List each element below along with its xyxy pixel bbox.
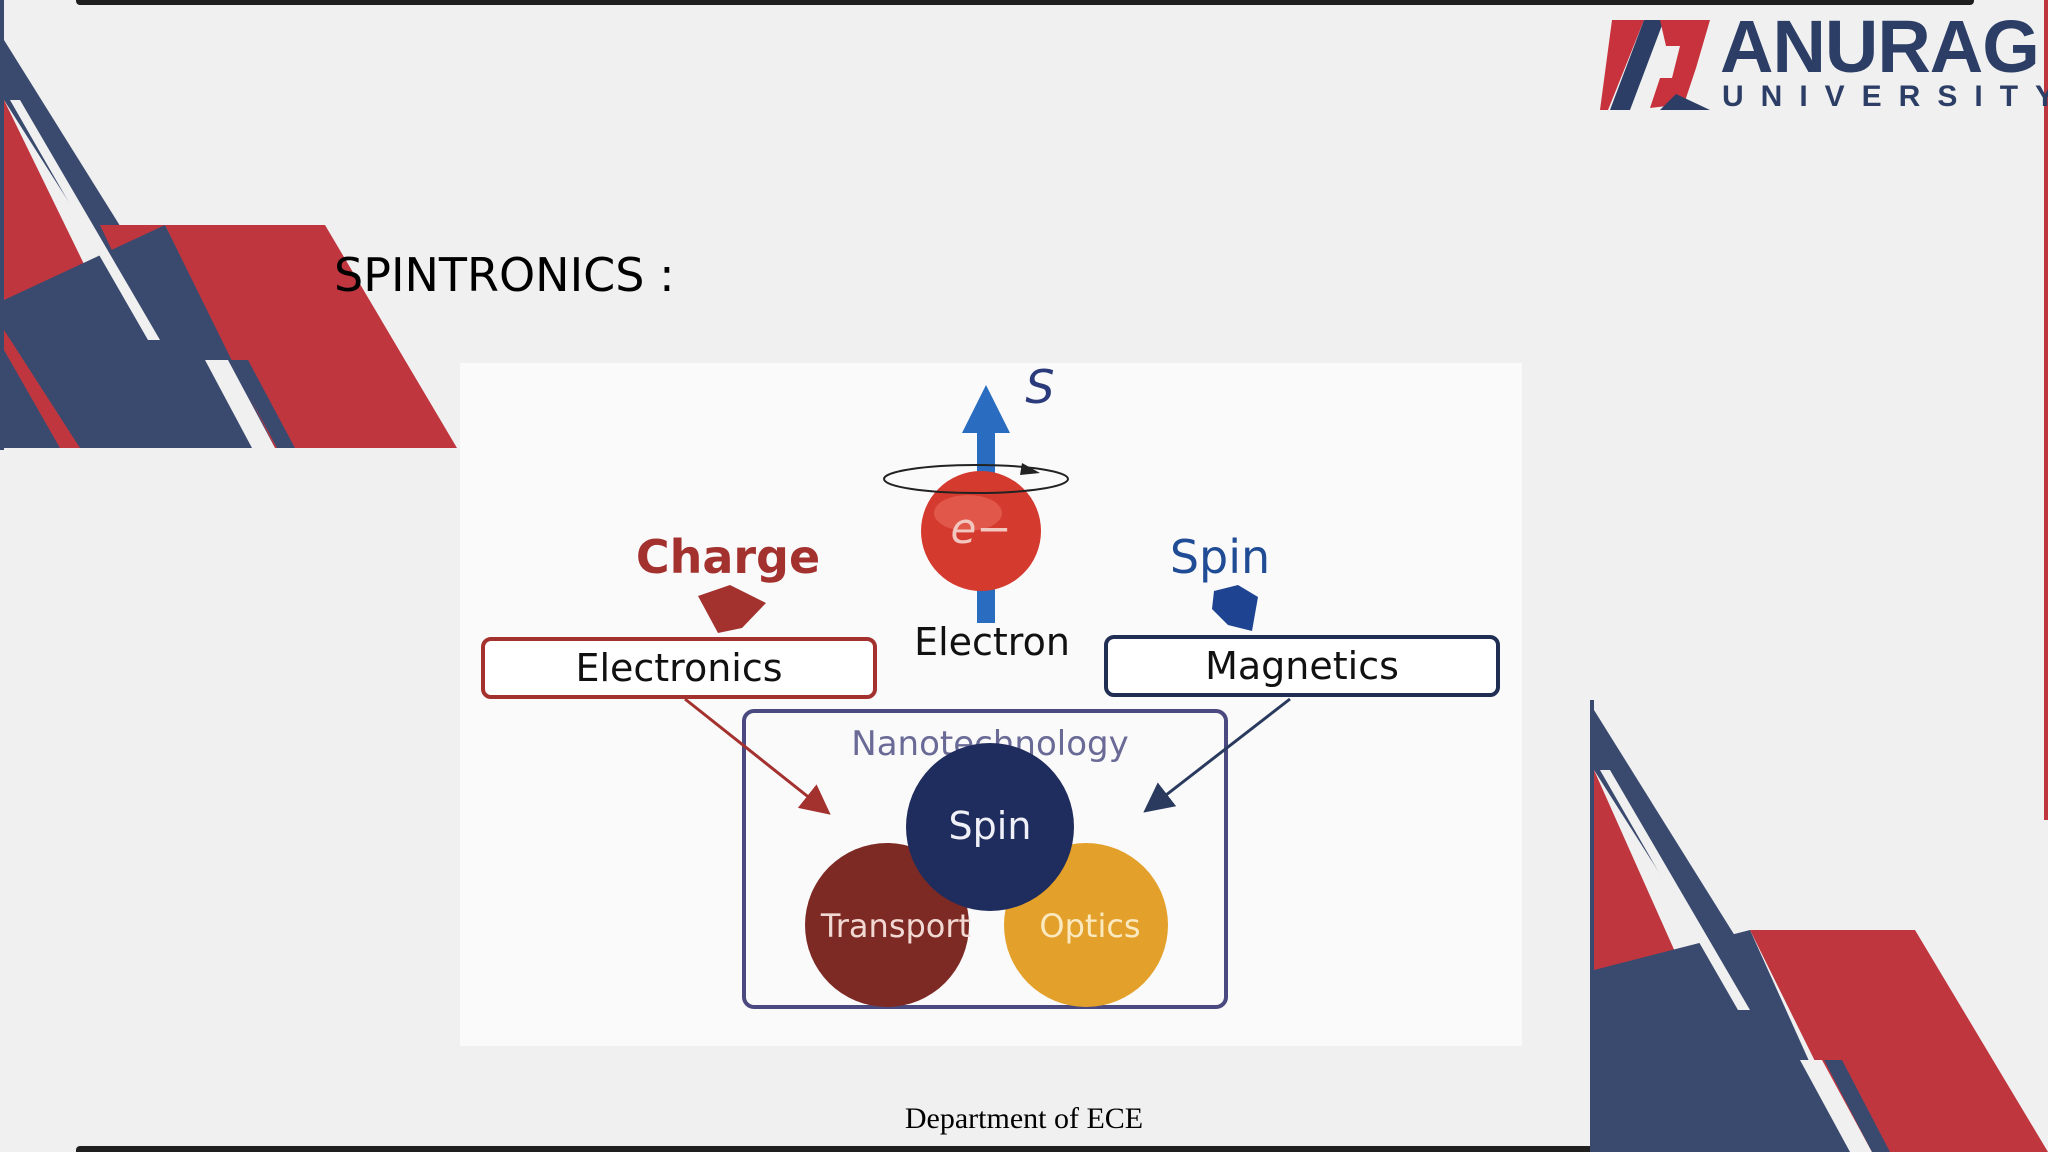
optics-circle-label: Optics <box>1039 907 1140 945</box>
precession-orbit <box>883 464 1069 494</box>
logo-subtitle: UNIVERSITY <box>1722 80 2048 113</box>
magnetics-box <box>1104 635 1500 697</box>
transport-circle-label: Transport <box>820 907 971 945</box>
charge-arrow <box>698 585 766 633</box>
logo-name: ANURAG <box>1720 5 2040 88</box>
nanotechnology-frame <box>742 709 1228 1009</box>
charge-label: Charge <box>636 530 820 584</box>
spin-circle <box>906 743 1074 911</box>
transport-circle <box>805 843 969 1007</box>
electron-label: Electron <box>914 620 1070 664</box>
magnetics-arrow <box>1143 697 1291 813</box>
spintronics-diagram: S e− Charge Spin Electron Electronics Ma… <box>460 360 1522 1046</box>
electronics-arrow <box>684 697 831 815</box>
top-rule <box>76 0 1974 5</box>
spin-label: Spin <box>1170 530 1270 584</box>
bottom-rule <box>76 1146 1974 1152</box>
magnetics-label: Magnetics <box>1205 644 1399 688</box>
spin-circle-label: Spin <box>949 804 1032 848</box>
slide-title: SPINTRONICS : <box>334 248 675 302</box>
electron-symbol: e− <box>950 504 1011 553</box>
top-left-decoration <box>0 0 457 450</box>
footer-department: Department of ECE <box>904 1102 1144 1135</box>
university-logo-emblem <box>1600 20 1710 110</box>
right-edge-accent <box>2044 0 2048 820</box>
electronics-label: Electronics <box>575 646 782 690</box>
bottom-right-decoration <box>1590 700 2048 1152</box>
spin-arrow <box>1212 585 1258 631</box>
spin-symbol: S <box>1025 363 1054 414</box>
electronics-box <box>481 637 877 699</box>
